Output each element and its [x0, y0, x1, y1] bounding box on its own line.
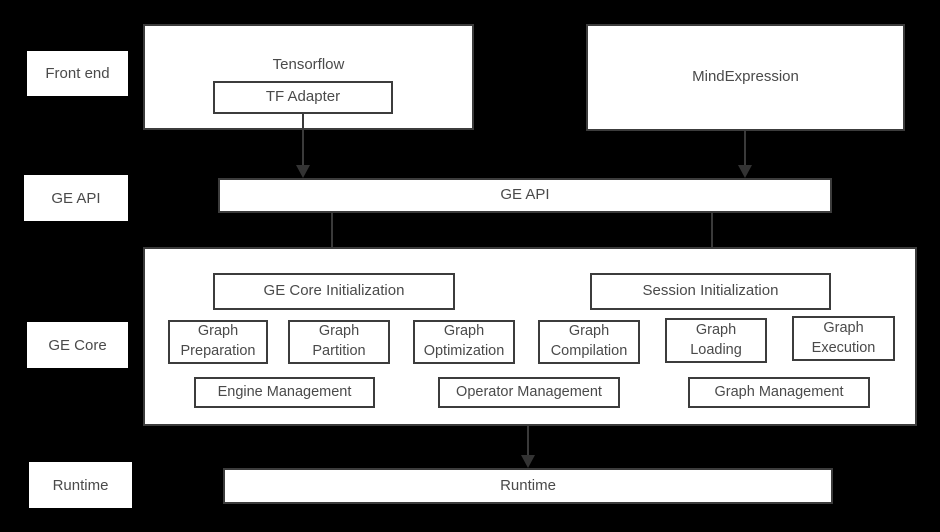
graph-partition-label: Graph Partition — [312, 323, 366, 359]
operator-management-label: Operator Management — [456, 383, 602, 400]
row-label-ge-api: GE API — [24, 175, 128, 221]
operator-management-box: Operator Management — [438, 377, 620, 408]
graph-preparation-box: Graph Preparation — [168, 320, 268, 364]
graph-execution-label: Graph Execution — [811, 319, 876, 356]
arrowhead-mind-expression-to-ge-api — [738, 165, 752, 178]
tensorflow-box: Tensorflow — [143, 24, 474, 130]
graph-optimization-label: Graph Optimization — [423, 323, 505, 359]
ge-core-initialization-box: GE Core Initialization — [213, 273, 455, 310]
arrowhead-ge-core-to-runtime — [521, 455, 535, 468]
row-label-ge-core: GE Core — [27, 322, 128, 368]
ge-core-initialization-label: GE Core Initialization — [263, 282, 405, 300]
tf-adapter-label: TF Adapter — [265, 88, 341, 106]
engine-management-label: Engine Management — [217, 383, 352, 400]
tf-adapter-box: TF Adapter — [213, 81, 393, 114]
arrow-ge-api-to-session-init — [711, 213, 713, 260]
graph-loading-label: Graph Loading — [690, 321, 742, 358]
arrowhead-tf-adapter-to-ge-api — [296, 165, 310, 178]
tensorflow-label: Tensorflow — [272, 56, 345, 73]
arrow-ge-api-to-ge-core-init — [331, 213, 333, 260]
arrow-tf-adapter-to-ge-api — [302, 114, 304, 165]
engine-management-box: Engine Management — [194, 377, 375, 408]
runtime-bar: Runtime — [223, 468, 833, 504]
ge-api-bar: GE API — [218, 178, 832, 213]
arrow-ge-core-to-runtime — [527, 426, 529, 455]
session-initialization-box: Session Initialization — [590, 273, 831, 310]
graph-partition-box: Graph Partition — [288, 320, 390, 364]
row-label-front-end: Front end — [27, 51, 128, 96]
graph-compilation-label: Graph Compilation — [550, 323, 628, 359]
arrow-mind-expression-to-ge-api — [744, 131, 746, 165]
graph-execution-box: Graph Execution — [792, 316, 895, 361]
session-initialization-label: Session Initialization — [642, 282, 779, 300]
graph-management-label: Graph Management — [714, 383, 844, 400]
graph-loading-box: Graph Loading — [665, 318, 767, 363]
ge-api-bar-label: GE API — [500, 186, 550, 204]
graph-management-box: Graph Management — [688, 377, 870, 408]
mind-expression-label: MindExpression — [692, 68, 799, 86]
graph-compilation-box: Graph Compilation — [538, 320, 640, 364]
mind-expression-box: MindExpression — [586, 24, 905, 131]
row-label-runtime: Runtime — [29, 462, 132, 508]
graph-optimization-box: Graph Optimization — [413, 320, 515, 364]
graph-preparation-label: Graph Preparation — [180, 323, 256, 359]
runtime-bar-label: Runtime — [500, 476, 556, 494]
